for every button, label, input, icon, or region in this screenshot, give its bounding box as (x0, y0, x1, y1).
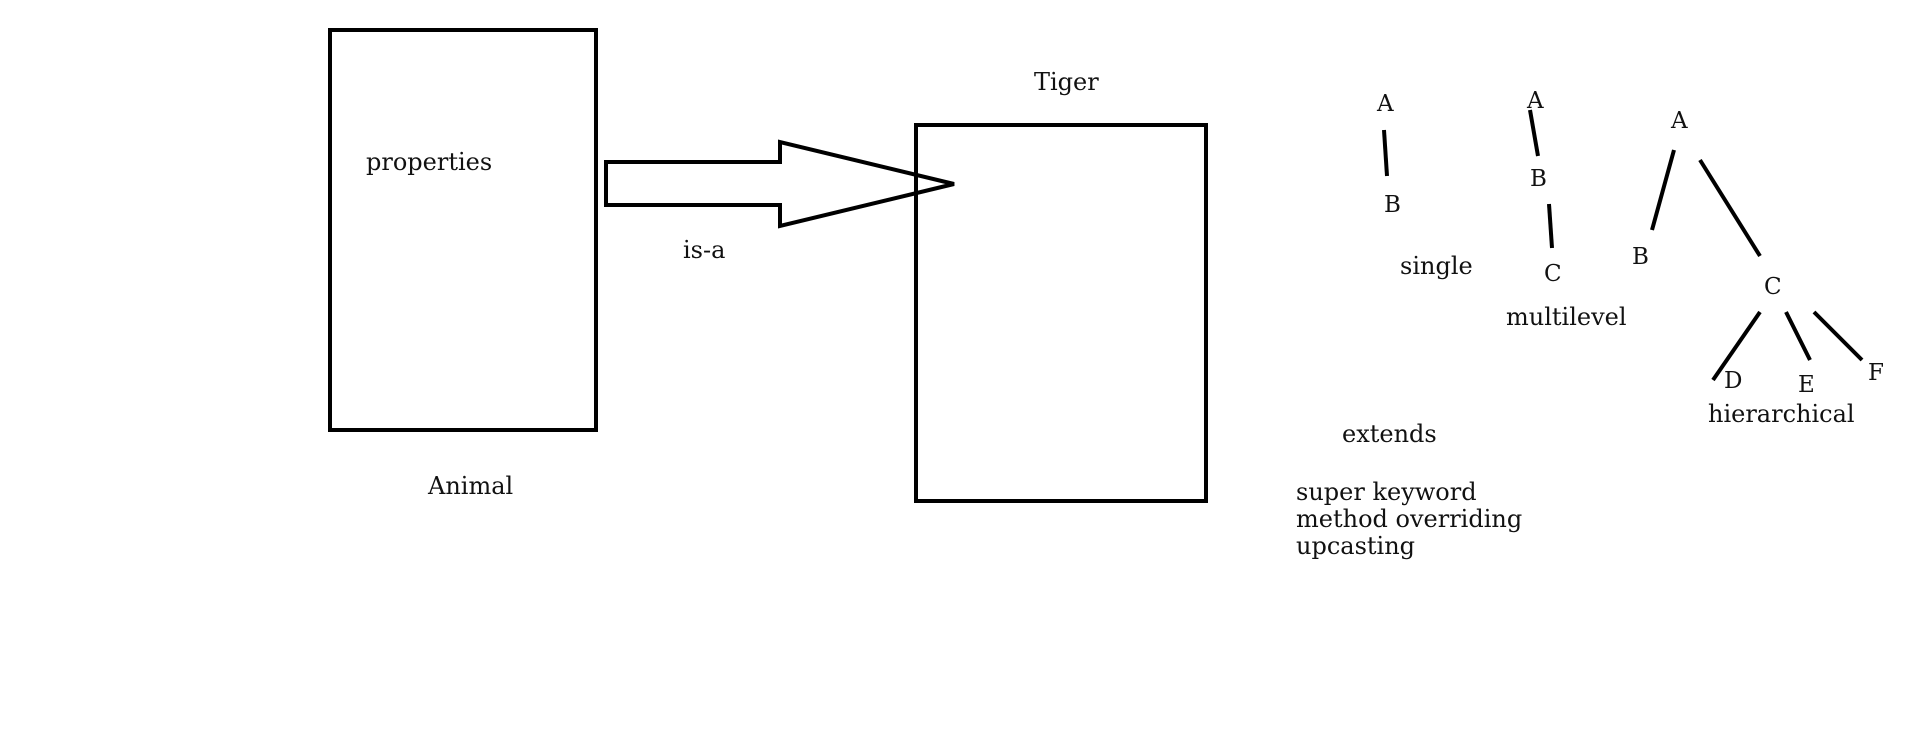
arrow-shape (604, 139, 955, 229)
multilevel-node-b: B (1530, 166, 1547, 192)
topic-upcasting: upcasting (1296, 532, 1415, 560)
multilevel-node-c: C (1544, 261, 1562, 287)
hierarchical-node-b: B (1632, 244, 1649, 270)
hierarchical-edge-c-d (1711, 310, 1762, 382)
tiger-class: Tiger (914, 68, 1208, 503)
hierarchical-caption: hierarchical (1708, 400, 1855, 428)
multilevel-inheritance: A B C multilevel (1506, 88, 1627, 331)
extends-keyword: extends (1342, 420, 1437, 448)
topic-method-overriding: method overriding (1296, 505, 1522, 533)
single-node-a: A (1376, 91, 1394, 117)
animal-box (328, 28, 598, 432)
hierarchical-node-e: E (1798, 372, 1815, 398)
tiger-caption: Tiger (1034, 68, 1099, 96)
topic-super-keyword: super keyword (1296, 478, 1477, 506)
animal-caption: Animal (427, 472, 513, 500)
animal-class: properties Animal (328, 28, 598, 500)
multilevel-edge-a-b (1528, 109, 1540, 157)
hierarchical-edge-c-f (1812, 310, 1864, 362)
hierarchical-node-c: C (1764, 274, 1782, 300)
hierarchical-node-a: A (1670, 108, 1688, 134)
single-edge-a-b (1382, 129, 1389, 177)
is-a-arrow: is-a (604, 139, 955, 264)
single-node-b: B (1384, 192, 1401, 218)
inheritance-keywords: extends super keyword method overriding … (1296, 420, 1522, 560)
animal-properties-label: properties (366, 148, 492, 176)
multilevel-edge-b-c (1547, 203, 1554, 249)
single-inheritance: A B single (1376, 91, 1473, 280)
hierarchical-node-f: F (1868, 360, 1884, 386)
multilevel-node-a: A (1526, 88, 1544, 114)
hierarchical-node-d: D (1724, 368, 1742, 394)
hierarchical-edge-a-c (1698, 158, 1762, 258)
hierarchical-inheritance: A B C D E F hierarchical (1632, 108, 1884, 428)
hierarchical-edge-c-e (1784, 311, 1812, 361)
single-caption: single (1400, 252, 1473, 280)
is-a-label: is-a (683, 236, 725, 264)
hierarchical-edge-a-b (1650, 149, 1676, 231)
multilevel-caption: multilevel (1506, 303, 1627, 331)
tiger-box (914, 123, 1208, 503)
